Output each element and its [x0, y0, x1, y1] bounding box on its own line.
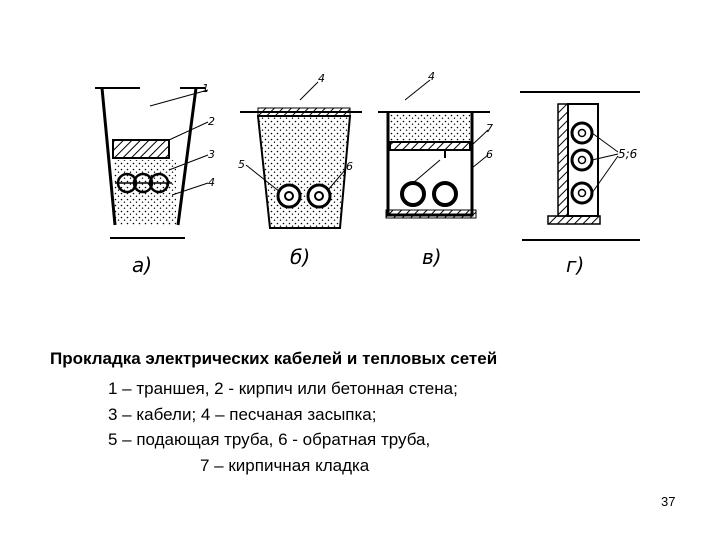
label-1: 1 — [202, 82, 209, 95]
label-v-6: 6 — [486, 148, 493, 161]
caption-title: Прокладка электрических кабелей и теплов… — [50, 349, 498, 368]
label-b-5: 5 — [238, 158, 245, 171]
panel-label-v: в) — [422, 245, 442, 269]
panel-label-g: г) — [566, 253, 584, 277]
panel-b-pipes-in-sand — [240, 81, 362, 229]
panel-v-brick-channel — [378, 79, 490, 219]
cable-laying-diagram: 1 2 3 4 4 5 6 4 7 6 5;6 а) б) в) г) — [95, 70, 640, 277]
label-4: 4 — [208, 176, 215, 189]
panel-a-trench — [95, 87, 209, 239]
panel-g-vertical-stack — [520, 91, 640, 241]
caption-line-2: 3 – кабели; 4 – песчаная засыпка; — [108, 405, 377, 424]
label-v-4: 4 — [428, 70, 435, 83]
label-b-4: 4 — [318, 72, 325, 85]
label-v-7: 7 — [486, 122, 493, 135]
caption-line-1: 1 – траншея, 2 - кирпич или бетонная сте… — [108, 379, 458, 398]
caption-line-4: 7 – кирпичная кладка — [200, 456, 370, 475]
panel-label-a: а) — [132, 253, 152, 277]
label-b-6: 6 — [346, 160, 353, 173]
caption-line-3: 5 – подающая труба, 6 - обратная труба, — [108, 430, 431, 449]
label-2: 2 — [208, 115, 215, 128]
label-g-56: 5;6 — [618, 147, 638, 161]
panel-label-b: б) — [290, 245, 310, 269]
label-3: 3 — [208, 148, 215, 161]
page-number: 37 — [661, 494, 676, 509]
